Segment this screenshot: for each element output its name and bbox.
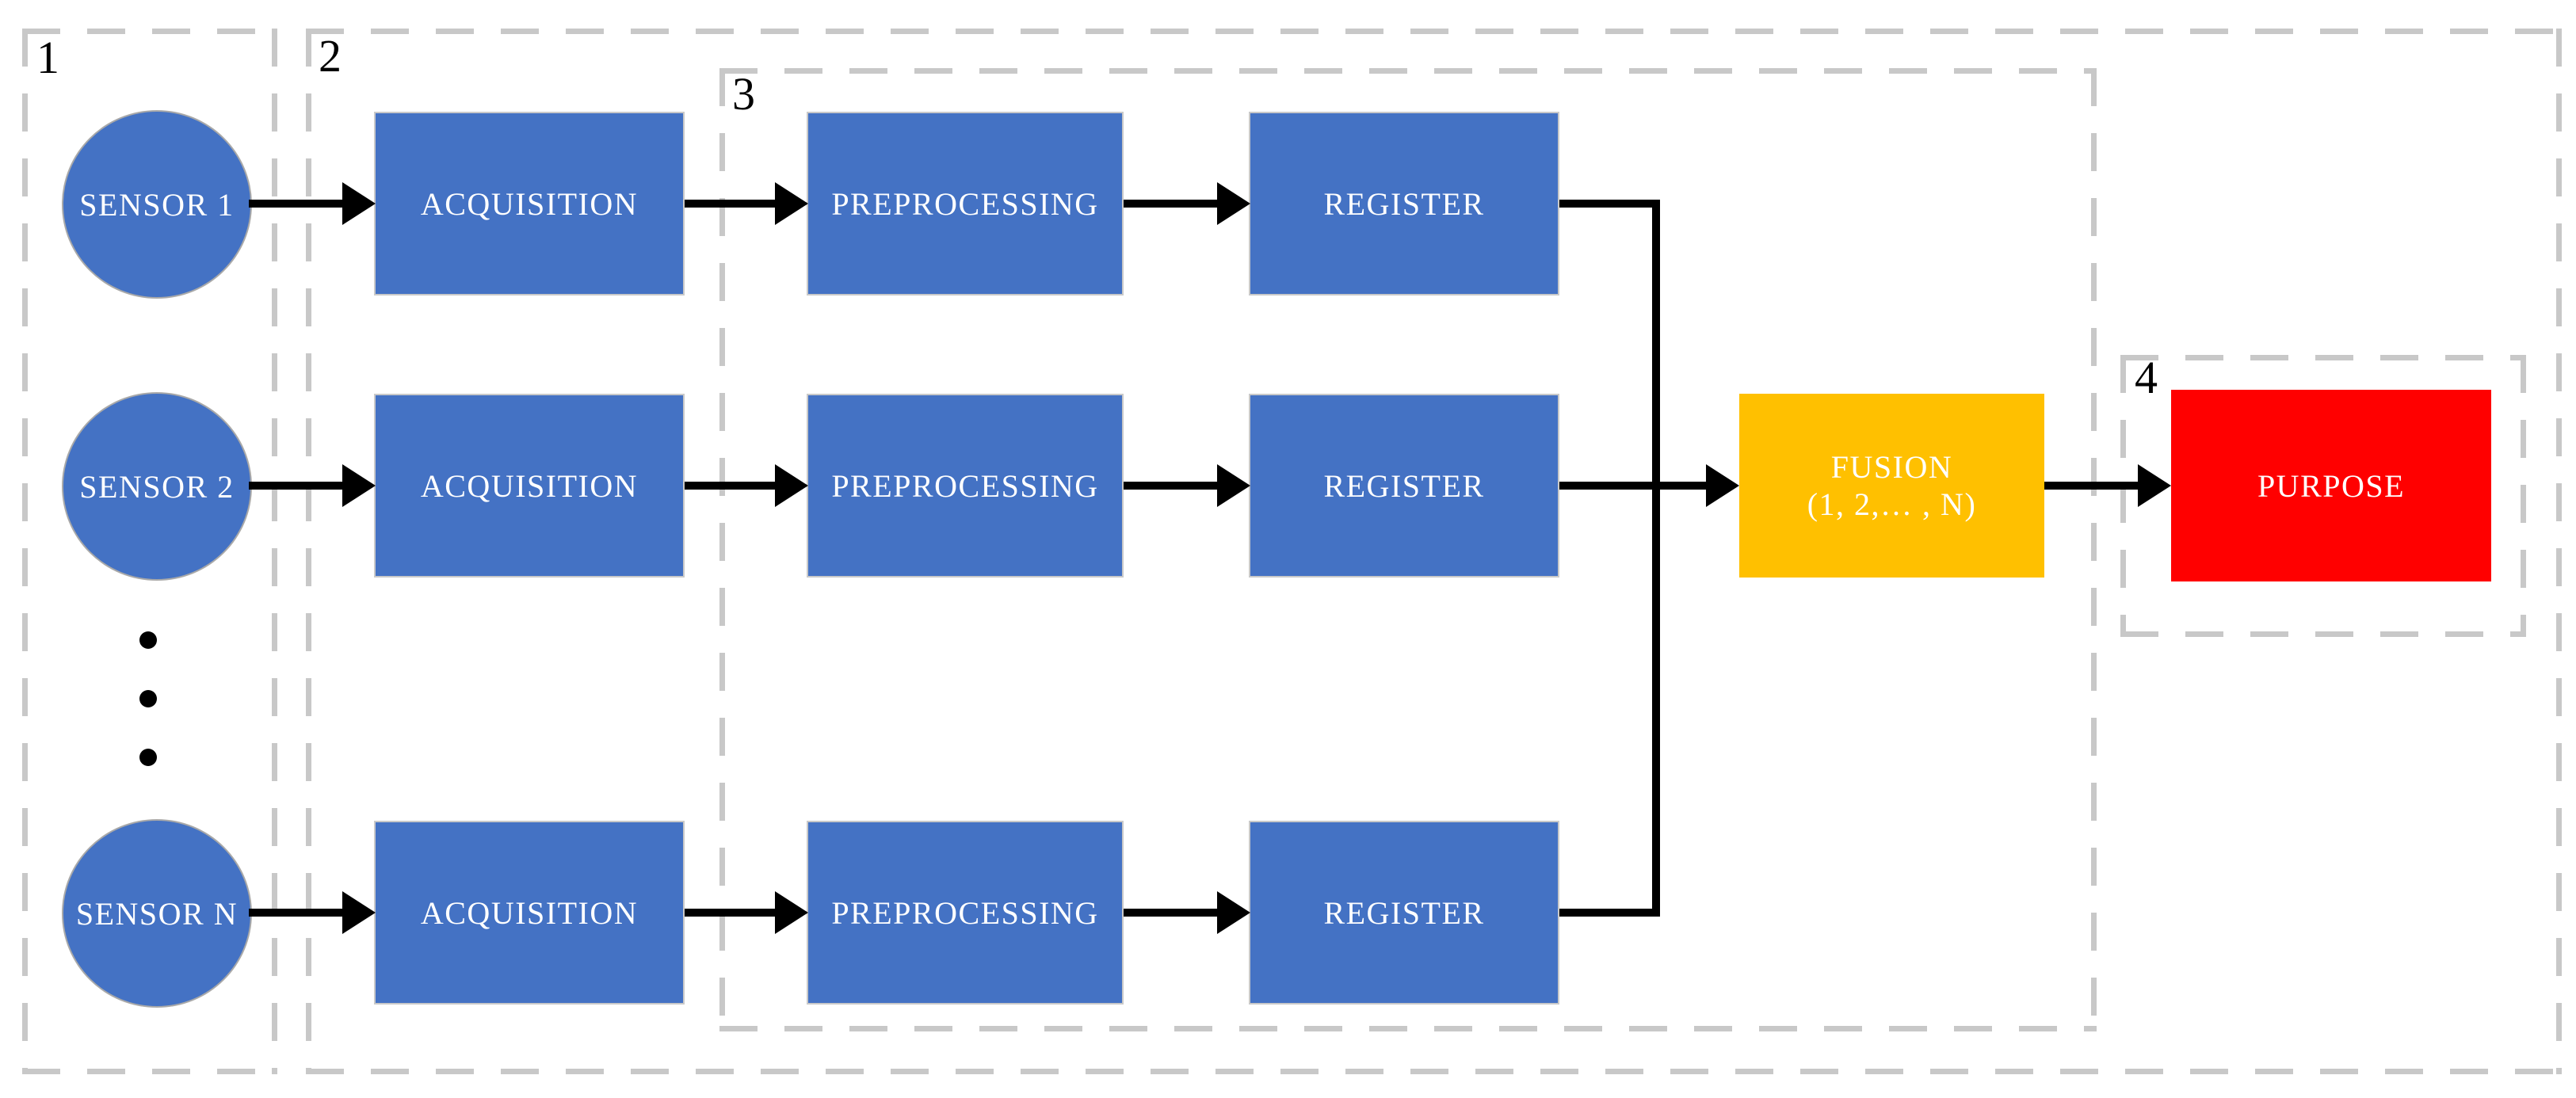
arrow-preprocessingn-register-shaft: [1124, 909, 1219, 917]
arrow-acquisitionn-preprocessing-head: [775, 891, 808, 934]
acquisition-n-label: ACQUISITION: [420, 894, 639, 931]
arrow-acquisitionn-preprocessing-shaft: [685, 909, 777, 917]
register-n-node: REGISTER: [1249, 821, 1559, 1005]
purpose-label: PURPOSE: [2257, 467, 2406, 504]
acquisition-1-node: ACQUISITION: [374, 112, 685, 295]
arrow-acquisition2-preprocessing-shaft: [685, 482, 777, 490]
arrow-sensor1-acquisition-shaft: [249, 200, 344, 208]
vertical-ellipsis-dot-3: [139, 749, 157, 766]
preprocessing-1-node: PREPROCESSING: [807, 112, 1124, 295]
sensor-1-node: SENSOR 1: [62, 110, 252, 299]
region-4-label: 4: [2135, 352, 2158, 403]
sensor-n-node: SENSOR N: [62, 819, 252, 1008]
sensor-1-label: SENSOR 1: [79, 186, 235, 223]
acquisition-1-label: ACQUISITION: [420, 185, 639, 222]
sensor-2-node: SENSOR 2: [62, 392, 252, 581]
arrow-register2-fusion-head: [1706, 464, 1739, 507]
arrow-sensor1-acquisition-head: [342, 182, 376, 225]
preprocessing-n-node: PREPROCESSING: [807, 821, 1124, 1005]
register-1-node: REGISTER: [1249, 112, 1559, 295]
fusion-node: FUSION (1, 2,… , N): [1739, 394, 2044, 578]
arrow-sensor2-acquisition-head: [342, 464, 376, 507]
vertical-ellipsis-dot-1: [139, 631, 157, 649]
region-2-label: 2: [319, 30, 342, 82]
arrow-acquisition2-preprocessing-head: [775, 464, 808, 507]
arrow-sensorn-acquisition-shaft: [249, 909, 344, 917]
arrow-fusion-purpose-head: [2138, 464, 2171, 507]
arrow-preprocessing2-register-shaft: [1124, 482, 1219, 490]
purpose-node: PURPOSE: [2171, 390, 2491, 581]
register-n-label: REGISTER: [1323, 894, 1485, 931]
arrow-sensor2-acquisition-shaft: [249, 482, 344, 490]
acquisition-2-node: ACQUISITION: [374, 394, 685, 578]
fusion-label-line1: FUSION: [1830, 448, 1953, 485]
fusion-label-line2: (1, 2,… , N): [1807, 486, 1977, 522]
acquisition-2-label: ACQUISITION: [420, 467, 639, 504]
sensor-2-label: SENSOR 2: [79, 468, 235, 505]
register-1-label: REGISTER: [1323, 185, 1485, 222]
arrow-sensorn-acquisition-head: [342, 891, 376, 934]
connector-vertical-bus: [1652, 200, 1660, 917]
register-2-node: REGISTER: [1249, 394, 1559, 578]
arrow-preprocessingn-register-head: [1217, 891, 1250, 934]
arrow-register2-fusion-shaft: [1559, 482, 1708, 490]
arrow-preprocessing2-register-head: [1217, 464, 1250, 507]
preprocessing-1-label: PREPROCESSING: [831, 185, 1099, 222]
arrow-acquisition1-preprocessing-head: [775, 182, 808, 225]
connector-registern-horizontal: [1559, 909, 1660, 917]
preprocessing-n-label: PREPROCESSING: [831, 894, 1099, 931]
connector-register1-horizontal: [1559, 200, 1660, 208]
acquisition-n-node: ACQUISITION: [374, 821, 685, 1005]
arrow-fusion-purpose-shaft: [2044, 482, 2139, 490]
region-1-label: 1: [36, 32, 59, 83]
arrow-preprocessing1-register-shaft: [1124, 200, 1219, 208]
arrow-preprocessing1-register-head: [1217, 182, 1250, 225]
region-3-label: 3: [732, 68, 755, 120]
arrow-acquisition1-preprocessing-shaft: [685, 200, 777, 208]
vertical-ellipsis-dot-2: [139, 690, 157, 707]
sensor-n-label: SENSOR N: [75, 895, 239, 932]
register-2-label: REGISTER: [1323, 467, 1485, 504]
preprocessing-2-label: PREPROCESSING: [831, 467, 1099, 504]
preprocessing-2-node: PREPROCESSING: [807, 394, 1124, 578]
